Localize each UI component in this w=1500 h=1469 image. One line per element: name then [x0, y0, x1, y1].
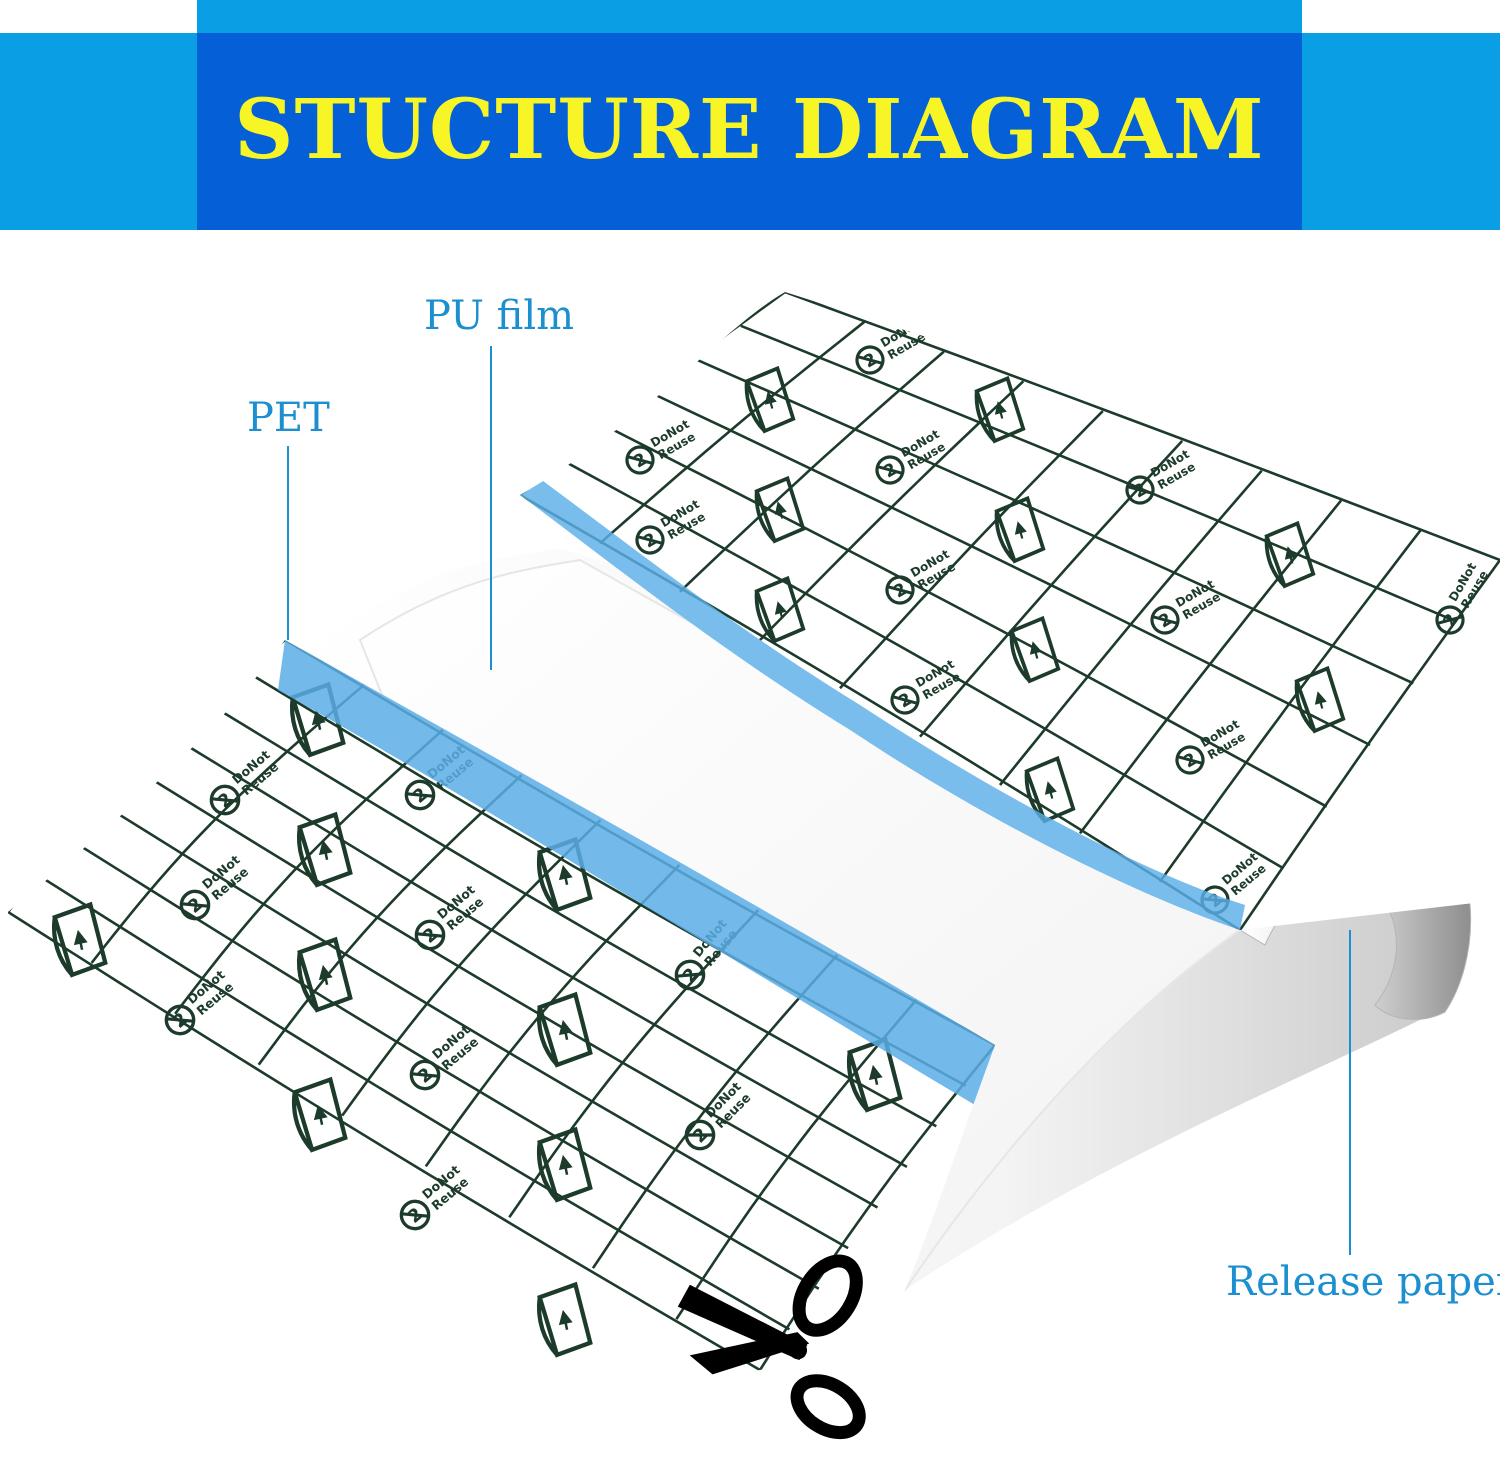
- grid-line: [174, 729, 444, 1015]
- grid-line: [998, 469, 1263, 786]
- grid-line: [76, 842, 820, 1290]
- peel-corner-icon: [291, 1076, 348, 1153]
- release-paper-label: Release paper: [1226, 1259, 1500, 1305]
- grid-line: [651, 392, 1371, 747]
- no-reuse-icon: 2DoNotReuse: [625, 417, 698, 475]
- pet-blue-stripe-bottom: [278, 640, 995, 1105]
- grid-line: [180, 740, 908, 1169]
- peel-corner-icon: [1294, 665, 1346, 734]
- header-banner: STUCTURE DIAGRAM: [0, 0, 1500, 230]
- grid-line: [8, 910, 761, 1372]
- peel-corner-icon: [536, 1281, 593, 1358]
- peel-corner-icon: [296, 811, 353, 888]
- header-banner-center: [197, 33, 1302, 230]
- grid-line: [1078, 499, 1343, 835]
- grid-line: [591, 954, 839, 1269]
- grid-line: [215, 706, 937, 1128]
- peel-corner-icon: [1264, 520, 1316, 589]
- grid-line: [607, 426, 1328, 808]
- peel-corner-icon: [1009, 615, 1061, 684]
- page-title: STUCTURE DIAGRAM: [234, 82, 1265, 178]
- pet-blue-stripe-top: [520, 475, 1245, 930]
- peel-corner-icon: [536, 1126, 593, 1203]
- grid-line: [41, 876, 791, 1331]
- pet-label: PET: [247, 395, 330, 441]
- peel-corner-icon: [296, 936, 353, 1013]
- grid-line: [679, 350, 945, 593]
- peel-corner-icon: [974, 375, 1026, 444]
- grid-line: [759, 380, 1025, 641]
- grid-line: [696, 358, 1414, 685]
- peel-corner-icon: [51, 901, 108, 978]
- grid-line: [563, 460, 1284, 870]
- grid-line: [599, 320, 866, 545]
- grid-line: [1158, 529, 1422, 883]
- grid-line: [1238, 559, 1500, 930]
- header-banner-top-cap: [197, 0, 1302, 33]
- grid-line: [111, 808, 849, 1250]
- peel-corner-icon: [744, 365, 796, 434]
- pu-film-label: PU film: [424, 293, 575, 339]
- grid-line: [839, 410, 1104, 690]
- grid-line: [784, 292, 1500, 562]
- grid-line: [145, 774, 879, 1209]
- grid-line: [740, 324, 1458, 623]
- grid-line: [341, 819, 602, 1117]
- peel-corner-icon: [994, 495, 1046, 564]
- peel-corner-icon: [754, 575, 806, 644]
- scissors-icon: [677, 1254, 866, 1440]
- peel-corner-icon: [536, 991, 593, 1068]
- grid-line: [90, 684, 365, 964]
- peel-corner-icon: [754, 475, 806, 544]
- grid-line: [675, 999, 918, 1320]
- grid-line: [257, 774, 523, 1066]
